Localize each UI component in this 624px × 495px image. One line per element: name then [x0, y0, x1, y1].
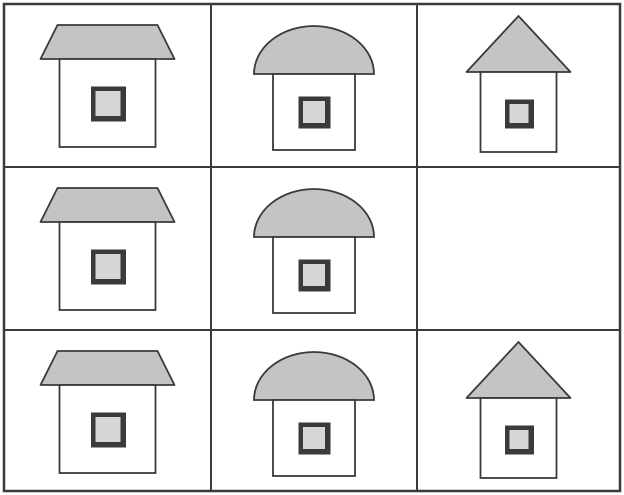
dome-roof-shape — [254, 189, 374, 237]
house-window — [299, 260, 330, 291]
house-window — [92, 250, 126, 284]
trapezoid-roof-shape — [41, 25, 175, 59]
dome-roof-shape — [254, 352, 374, 400]
trapezoid-roof-shape — [41, 188, 175, 222]
window-pane — [510, 104, 529, 123]
house-window — [506, 426, 534, 454]
grid-cell-r1-c1 — [41, 25, 175, 147]
house-trapezoid-roof — [41, 351, 175, 473]
house-window — [92, 413, 126, 447]
house-trapezoid-roof — [41, 25, 175, 147]
house-triangle-roof — [467, 16, 571, 152]
grid-cell-r3-c2 — [254, 352, 374, 476]
house-window — [92, 87, 126, 121]
house-trapezoid-roof — [41, 188, 175, 310]
grid-cell-r3-c3 — [467, 342, 571, 478]
window-pane — [96, 254, 121, 279]
triangle-roof-shape — [467, 342, 571, 398]
trapezoid-roof-shape — [41, 351, 175, 385]
grid-cell-r2-c1 — [41, 188, 175, 310]
house-window — [299, 423, 330, 454]
window-pane — [303, 101, 325, 123]
window-pane — [96, 91, 121, 116]
grid-cells — [41, 16, 571, 478]
window-pane — [303, 427, 325, 449]
grid-cell-r1-c2 — [254, 26, 374, 150]
grid-cell-r2-c2 — [254, 189, 374, 313]
window-pane — [96, 417, 121, 442]
window-pane — [510, 430, 529, 449]
triangle-roof-shape — [467, 16, 571, 72]
house-window — [299, 97, 330, 128]
house-triangle-roof — [467, 342, 571, 478]
grid-cell-r3-c1 — [41, 351, 175, 473]
grid-cell-r1-c3 — [467, 16, 571, 152]
house-dome-roof — [254, 26, 374, 150]
window-pane — [303, 264, 325, 286]
house-dome-roof — [254, 189, 374, 313]
dome-roof-shape — [254, 26, 374, 74]
house-window — [506, 100, 534, 128]
house-dome-roof — [254, 352, 374, 476]
